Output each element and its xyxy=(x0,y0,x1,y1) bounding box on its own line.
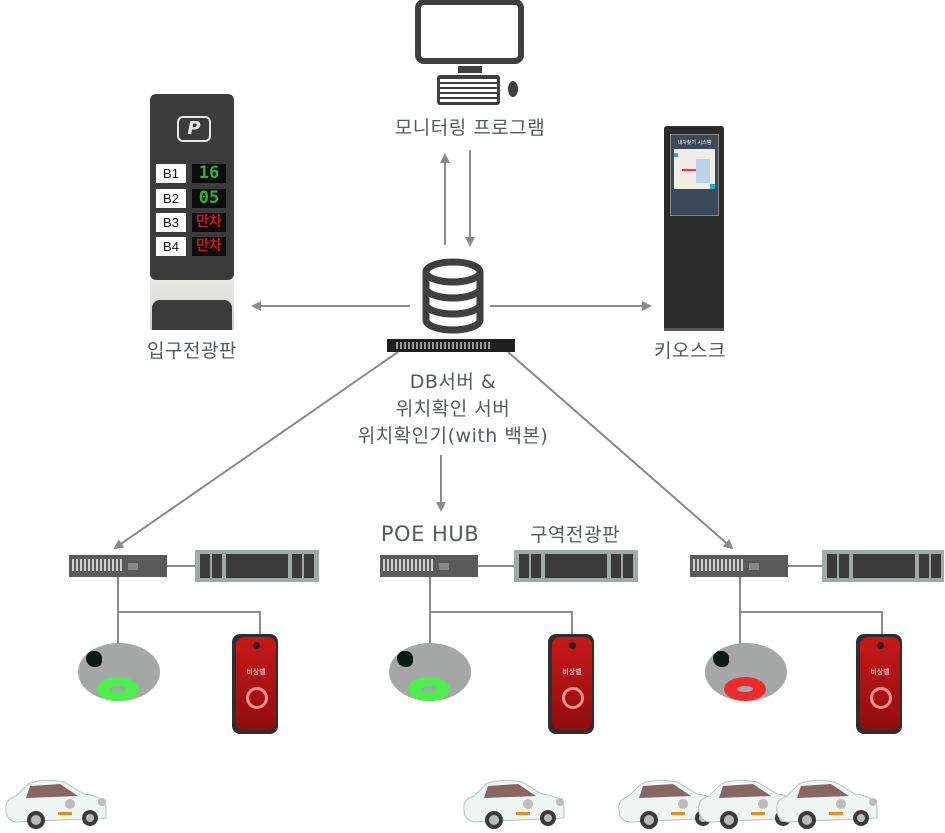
zone-board-zone2[interactable] xyxy=(514,550,638,582)
board-block-left xyxy=(200,554,222,578)
sensor-camera xyxy=(397,651,413,667)
board-row-b2: B2 05 xyxy=(156,189,226,208)
db-server[interactable] xyxy=(418,258,488,336)
ultrasonic-sensor-zone2[interactable] xyxy=(389,643,471,705)
arrow-to-zone1 xyxy=(113,351,399,550)
network-switch[interactable] xyxy=(387,339,515,352)
hub-ports xyxy=(72,559,124,571)
floor-count: 만차 xyxy=(192,237,226,256)
hub-ports xyxy=(383,559,435,571)
arrow-to-zone3 xyxy=(507,351,734,550)
sensor-led-hole xyxy=(421,686,437,692)
board-display xyxy=(545,554,607,578)
bell-label: 비상벨 xyxy=(246,668,266,676)
sensor-camera xyxy=(86,651,102,667)
ultrasonic-sensor-zone1[interactable] xyxy=(78,643,160,705)
car-icon xyxy=(463,779,565,830)
database-icon xyxy=(422,258,484,334)
bell-camera xyxy=(877,642,884,649)
emergency-bell-zone1[interactable]: 비상벨 xyxy=(232,634,278,734)
floor-label: B4 xyxy=(156,237,186,256)
hub-ports xyxy=(693,559,745,571)
desktop-computer-icon xyxy=(415,0,524,105)
kiosk-label: 키오스크 xyxy=(654,340,726,362)
sensor-camera xyxy=(713,651,729,667)
emergency-bell-zone3[interactable]: 비상벨 xyxy=(856,634,902,734)
hub-uplink xyxy=(128,563,138,570)
poe-hub-label: POE HUB xyxy=(380,522,480,546)
kiosk-map xyxy=(674,149,715,189)
board-block-right xyxy=(611,554,633,578)
bell-label: 비상벨 xyxy=(562,668,582,676)
hub-device-wire xyxy=(117,577,261,640)
hub-uplink xyxy=(439,563,449,570)
board-display xyxy=(226,554,288,578)
floor-label: B1 xyxy=(156,164,186,183)
entrance-board-foot xyxy=(152,300,232,330)
bell-button xyxy=(246,687,268,709)
floor-count: 16 xyxy=(192,164,226,183)
floor-count: 05 xyxy=(192,189,226,208)
board-block-right xyxy=(919,554,941,578)
floor-count: 만차 xyxy=(192,213,226,232)
poe-hub-zone2[interactable] xyxy=(380,555,478,577)
switch-ports xyxy=(396,342,491,349)
bell-face: 비상벨 xyxy=(860,637,900,730)
parking-logo-icon: P xyxy=(177,116,211,142)
sensor-led-hole xyxy=(110,686,126,692)
bell-face: 비상벨 xyxy=(236,637,276,730)
bell-camera xyxy=(253,642,260,649)
emergency-bell-zone2[interactable]: 비상벨 xyxy=(548,634,594,734)
ultrasonic-sensor-zone3[interactable] xyxy=(705,643,787,705)
bell-button xyxy=(562,687,584,709)
bell-camera xyxy=(569,642,576,649)
kiosk-base-line xyxy=(664,328,724,331)
entrance-board-label: 입구전광판 xyxy=(147,340,237,362)
board-block-left xyxy=(827,554,849,578)
floor-label: B3 xyxy=(156,213,186,232)
board-block-right xyxy=(292,554,314,578)
server-label-line2: 위치확인 서버 xyxy=(395,398,511,420)
monitoring-node[interactable] xyxy=(410,0,530,110)
sensor-led-hole xyxy=(737,686,753,692)
zone-board-zone1[interactable] xyxy=(195,550,319,582)
monitoring-label: 모니터링 프로그램 xyxy=(394,117,546,139)
poe-hub-zone1[interactable] xyxy=(69,555,167,577)
board-display xyxy=(853,554,915,578)
server-label-line3: 위치확인기(with 백본) xyxy=(357,425,549,447)
bell-button xyxy=(870,687,892,709)
zone-board-zone3[interactable] xyxy=(822,550,944,582)
hub-device-wire xyxy=(429,577,573,640)
server-label-line1: DB서버 & xyxy=(409,371,497,393)
board-row-b1: B1 16 xyxy=(156,164,226,183)
bell-label: 비상벨 xyxy=(870,668,890,676)
hub-uplink xyxy=(749,563,759,570)
board-row-b4: B4 만차 xyxy=(156,237,226,256)
floor-label: B2 xyxy=(156,189,186,208)
board-block-left xyxy=(519,554,541,578)
car-icon xyxy=(5,779,107,830)
kiosk-screen-title: 내차찾기 시스템 xyxy=(677,140,712,146)
board-row-b3: B3 만차 xyxy=(156,213,226,232)
bell-face: 비상벨 xyxy=(552,637,592,730)
poe-hub-zone3[interactable] xyxy=(690,555,788,577)
kiosk-screen: 내차찾기 시스템 xyxy=(670,134,719,216)
hub-device-wire xyxy=(739,577,883,640)
kiosk[interactable]: 내차찾기 시스템 xyxy=(664,126,724,334)
zone-board-label: 구역전광판 xyxy=(530,524,620,546)
car-icon xyxy=(776,779,878,830)
